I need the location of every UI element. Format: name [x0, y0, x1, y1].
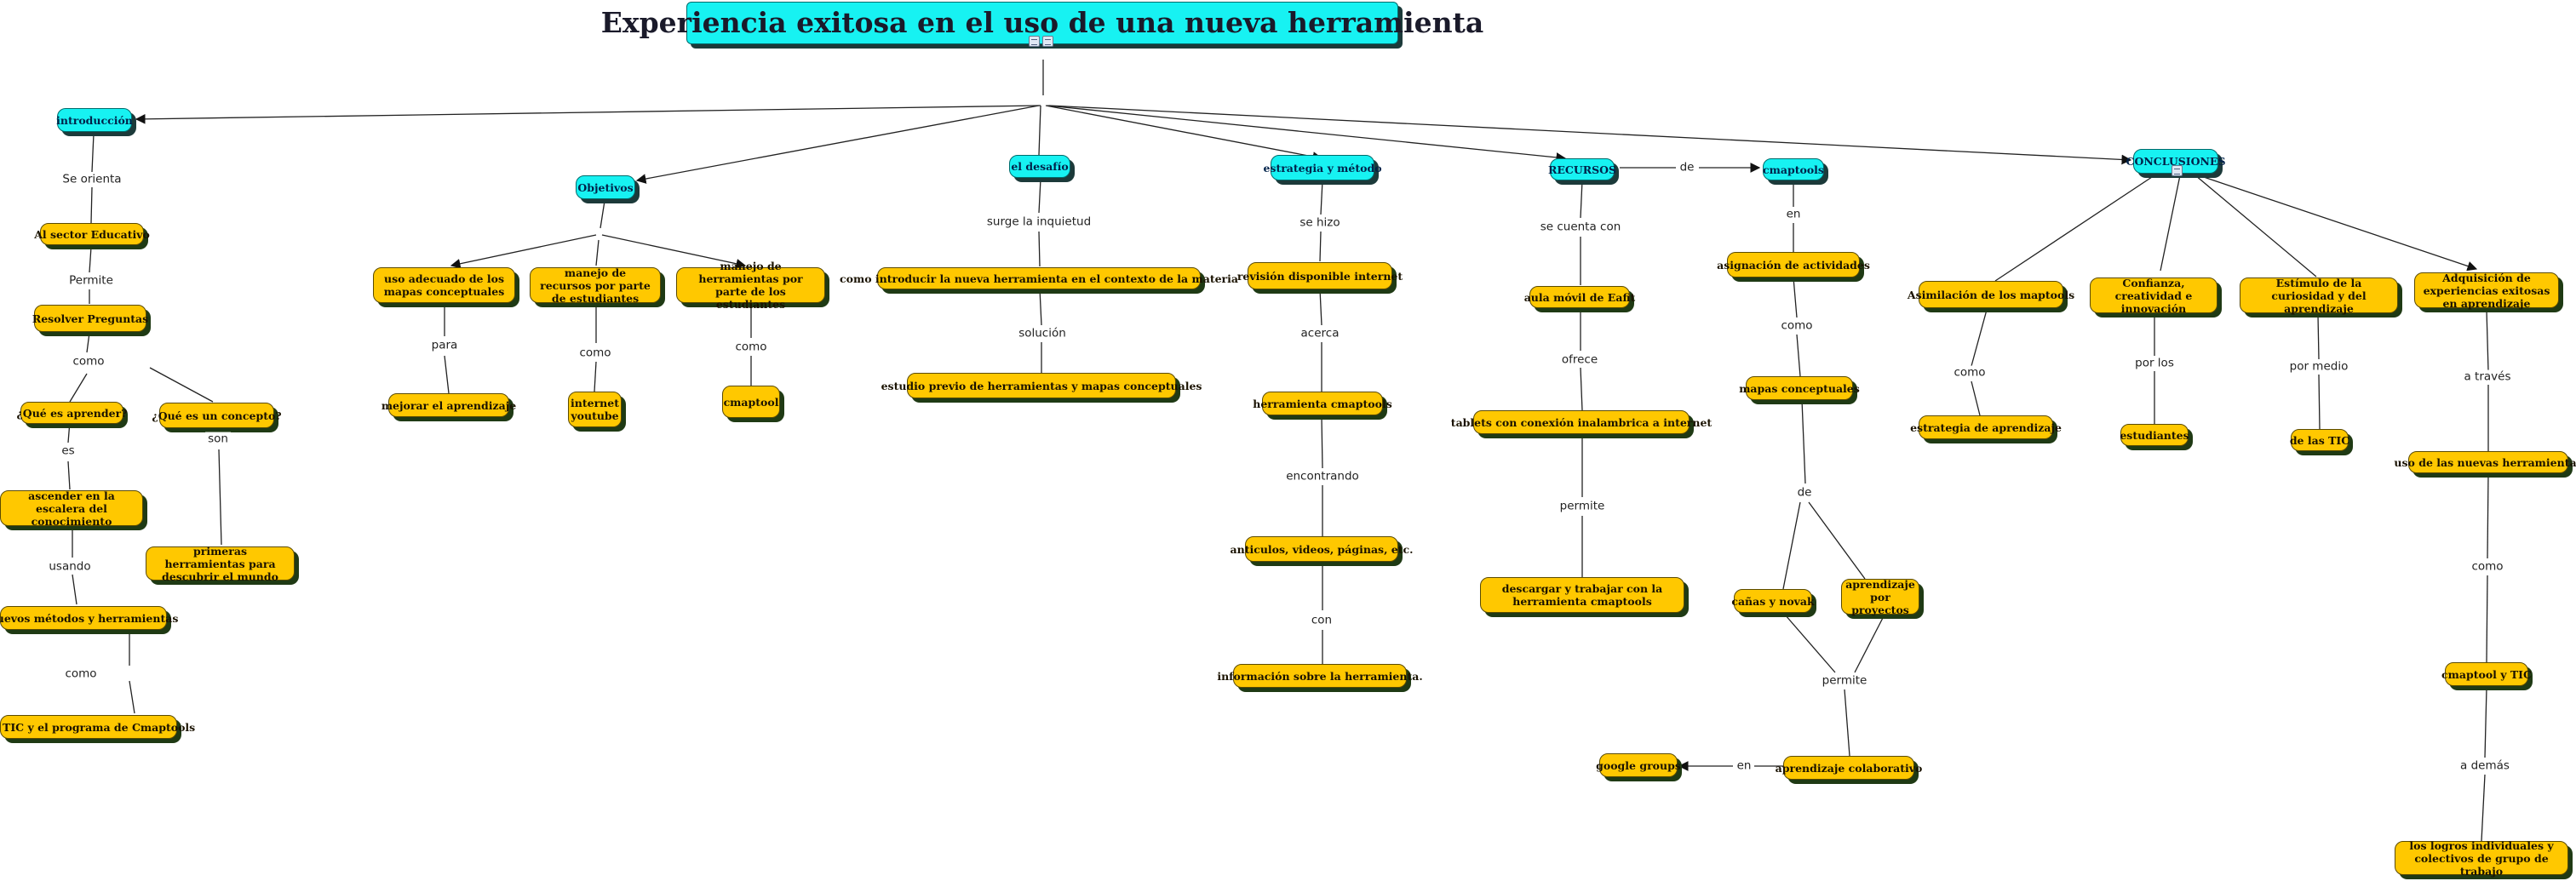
edge-hub-recursos [1047, 105, 1567, 163]
resource-icon[interactable] [1042, 36, 1053, 47]
link-permite[interactable]: permite [1557, 499, 1608, 514]
node-informacion-herramienta[interactable]: información sobre la herramienta. [1217, 664, 1423, 688]
link-permite[interactable]: permite [1819, 673, 1870, 689]
link-a-demas[interactable]: a demás [2458, 758, 2512, 774]
node-google-groups[interactable]: google groups [1596, 753, 1681, 777]
edge-hub-intro [135, 105, 1041, 124]
node-cmaptool-tic[interactable]: cmaptool y TIC [2441, 662, 2532, 686]
node-el-desafio[interactable]: el desafío [1009, 155, 1070, 178]
link-en[interactable]: en [1783, 207, 1804, 222]
link-encontrando[interactable]: encontrando [1283, 469, 1362, 484]
node-primeras-herramientas[interactable]: primeras herramientas para descubrir el … [146, 545, 295, 583]
node-cmaptools[interactable]: cmaptools [1763, 158, 1824, 180]
node-estimulo[interactable]: Estímulo de la curiosidad y del aprendiz… [2240, 277, 2398, 315]
link-como[interactable]: como [577, 346, 614, 361]
link-para[interactable]: para [428, 338, 461, 353]
node-descargar-trabajar[interactable]: descargar y trabajar con la herramienta … [1480, 577, 1684, 613]
node-mejorar-aprendizaje[interactable]: mejorar el aprendizaje [382, 393, 516, 417]
link-ofrece[interactable]: ofrece [1558, 352, 1601, 368]
resource-icon[interactable] [1029, 36, 1040, 47]
node-estudio-previo[interactable]: estudio previo de herramientas y mapas c… [881, 373, 1202, 398]
link-se-hizo[interactable]: se hizo [1297, 215, 1343, 231]
node-que-es-aprender[interactable]: ¿Qué es aprender? [16, 402, 128, 424]
link-como[interactable]: como [732, 340, 770, 355]
node-tablets[interactable]: tablets con conexión inalambrica a inter… [1451, 410, 1712, 434]
node-uso-mapas[interactable]: uso adecuado de los mapas conceptuales [373, 267, 515, 303]
node-objetivos[interactable]: Objetivos [576, 175, 635, 199]
node-de-las-tic[interactable]: de las TIC [2290, 429, 2349, 451]
node-mapas-conceptuales[interactable]: mapas conceptuales [1739, 376, 1860, 400]
link-como[interactable]: como [2469, 559, 2506, 575]
node-articulos-videos[interactable]: anticulos, videos, páginas, etc. [1231, 536, 1413, 562]
node-aprendizaje-proyectos[interactable]: aprendizaje por proyectos [1841, 578, 1919, 616]
node-internet-youtube[interactable]: internet youtube [568, 392, 622, 427]
node-introduccion[interactable]: introducción [56, 108, 133, 132]
node-revision-internet[interactable]: revisión disponible internet [1237, 262, 1403, 289]
link-se-orienta[interactable]: Se orienta [60, 172, 124, 187]
node-asignacion-actividades[interactable]: asignación de actividades [1717, 252, 1870, 277]
node-manejo-herramientas[interactable]: manejo de herramientas por parte de los … [676, 260, 825, 311]
link-surge-inquietud[interactable]: surge la inquietud [984, 215, 1094, 230]
node-canas-novak[interactable]: cañas y novak [1731, 589, 1815, 613]
link-como[interactable]: como [62, 666, 100, 682]
link-acerca[interactable]: acerca [1298, 326, 1342, 341]
link-son[interactable]: son [205, 432, 231, 447]
edge-hub-conclusiones [1048, 105, 2132, 165]
node-recursos[interactable]: RECURSOS [1548, 158, 1616, 180]
node-que-es-concepto[interactable]: ¿Qué es un concepto? [152, 403, 282, 428]
resource-icon[interactable] [2172, 165, 2183, 176]
link-de[interactable]: de [1794, 485, 1815, 501]
link-es[interactable]: es [59, 443, 77, 459]
link-en[interactable]: en [1734, 758, 1754, 774]
node-manejo-recursos[interactable]: manejo de recursos por parte de estudian… [530, 266, 661, 305]
map-title[interactable]: Experiencia exitosa en el uso de una nue… [601, 2, 1483, 44]
node-tic-cmaptools[interactable]: las TIC y el programa de Cmaptools [0, 715, 195, 739]
node-aula-movil[interactable]: aula móvil de Eafit [1524, 286, 1635, 308]
node-aprendizaje-colaborativo[interactable]: aprendizaje colaborativo [1776, 756, 1922, 780]
node-estudiantes[interactable]: estudiantes [2120, 424, 2189, 446]
link-por-medio[interactable]: por medio [2286, 359, 2351, 375]
node-confianza[interactable]: Confianza, creatividad e innovación [2090, 277, 2217, 315]
node-asimilacion[interactable]: Asimilación de los maptools [1908, 281, 2074, 308]
link-como[interactable]: como [1778, 318, 1816, 334]
node-estrategia-metodo[interactable]: estrategia y método [1263, 155, 1382, 180]
link-a-traves[interactable]: a través [2461, 369, 2514, 385]
link-como[interactable]: como [1951, 365, 1988, 380]
link-se-cuenta-con[interactable]: se cuenta con [1537, 220, 1624, 235]
link-con[interactable]: con [1308, 613, 1335, 628]
node-resolver-preguntas[interactable]: Resolver Preguntas [32, 305, 148, 332]
link-permite[interactable]: Permite [66, 273, 116, 289]
node-como-introducir[interactable]: como introducir la nueva herramienta en … [840, 267, 1238, 289]
node-nuevos-metodos[interactable]: nuevos métodos y herramientas [0, 606, 178, 630]
node-herramienta-cmaptools[interactable]: herramienta cmaptools [1253, 392, 1392, 415]
link-solucion[interactable]: solución [1016, 326, 1069, 341]
node-estrategia-aprendizaje[interactable]: estrategia de aprendizaje [1910, 415, 2062, 439]
node-logros[interactable]: los logros individuales y colectivos de … [2395, 839, 2568, 878]
node-uso-nuevas-herramientas[interactable]: uso de las nuevas herramientas [2394, 451, 2576, 473]
edge-hub-estrategia [1045, 105, 1323, 162]
link-como[interactable]: como [70, 354, 107, 369]
node-cmaptool[interactable]: cmaptool [722, 386, 780, 418]
node-ascender[interactable]: ascender en la escalera del conocimiento [0, 489, 143, 528]
link-usando[interactable]: usando [46, 559, 94, 575]
node-adquisicion[interactable]: Adquisición de experiencias exitosas en … [2414, 272, 2559, 310]
link-de[interactable]: de [1677, 160, 1697, 175]
edge-hub-objetivos [635, 105, 1040, 184]
link-por-los[interactable]: por los [2132, 356, 2177, 371]
edge-hub-desafio [1038, 105, 1041, 156]
node-sector-educativo[interactable]: Al sector Educativo [34, 223, 150, 245]
